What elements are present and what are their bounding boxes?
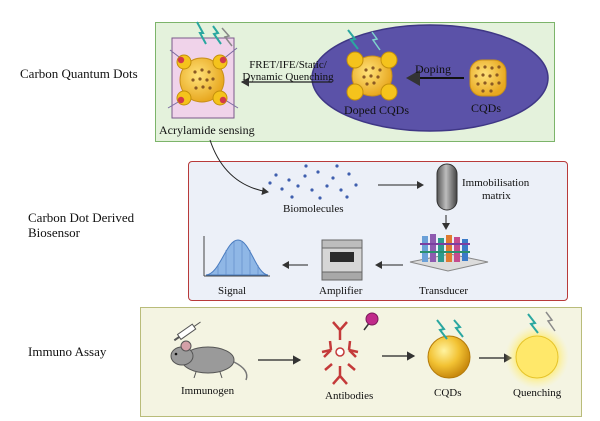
biomolecules-dots	[268, 164, 358, 200]
antibodies-icon	[321, 321, 359, 385]
cqd-sphere-icon	[427, 335, 471, 379]
row-label-immuno-assay: Immuno Assay	[28, 344, 107, 359]
transducer-label: Transducer	[419, 285, 469, 297]
mechanism-label-line1: FRET/IFE/Static/	[249, 59, 327, 71]
immobilisation-label-line1: Immobilisation	[462, 177, 530, 189]
lightning-icon	[453, 319, 464, 338]
amplifier-label: Amplifier	[319, 285, 363, 297]
biomolecules-label: Biomolecules	[283, 203, 344, 215]
lightning-icon	[347, 29, 359, 50]
transducer-icon	[409, 234, 489, 272]
immunogen-label: Immunogen	[181, 385, 235, 397]
link-arrow	[209, 139, 269, 195]
doping-label: Doping	[415, 62, 451, 76]
immobilisation-matrix-icon	[436, 163, 458, 211]
immobilisation-label-line2: matrix	[482, 190, 511, 202]
antigen-icon	[365, 312, 379, 326]
mechanism-label-line2: Dynamic Quenching	[242, 71, 334, 83]
antibodies-label: Antibodies	[325, 390, 374, 402]
signal-curve-icon	[203, 236, 270, 277]
row-label-biosensor-line2: Biosensor	[28, 225, 80, 240]
acrylamide-qd-icon	[176, 54, 228, 106]
signal-label: Signal	[218, 285, 247, 297]
lightning-icon	[196, 21, 207, 45]
amplifier-icon	[321, 239, 363, 281]
cqd-icon	[469, 59, 507, 97]
lightning-icon	[527, 313, 539, 334]
quenching-label: Quenching	[513, 387, 562, 399]
cqds-label: CQDs	[471, 101, 502, 115]
doped-cqds-label: Doped CQDs	[344, 103, 409, 117]
row-label-biosensor-line1: Carbon Dot Derived	[28, 210, 135, 225]
doped-cqd-icon	[346, 51, 398, 101]
acrylamide-sensing-label: Acrylamide sensing	[159, 123, 255, 137]
quenched-sphere-icon	[515, 335, 559, 379]
row-label-carbon-quantum-dots: Carbon Quantum Dots	[20, 66, 138, 81]
mouse-icon	[170, 340, 248, 381]
lightning-icon	[436, 319, 448, 340]
lightning-icon	[371, 31, 381, 51]
lightning-icon	[212, 25, 222, 45]
lightning-icon	[545, 311, 556, 332]
syringe-icon	[173, 321, 201, 342]
lightning-icon	[221, 27, 233, 47]
biosensor-panel	[188, 161, 568, 301]
immuno-cqds-label: CQDs	[434, 387, 462, 399]
